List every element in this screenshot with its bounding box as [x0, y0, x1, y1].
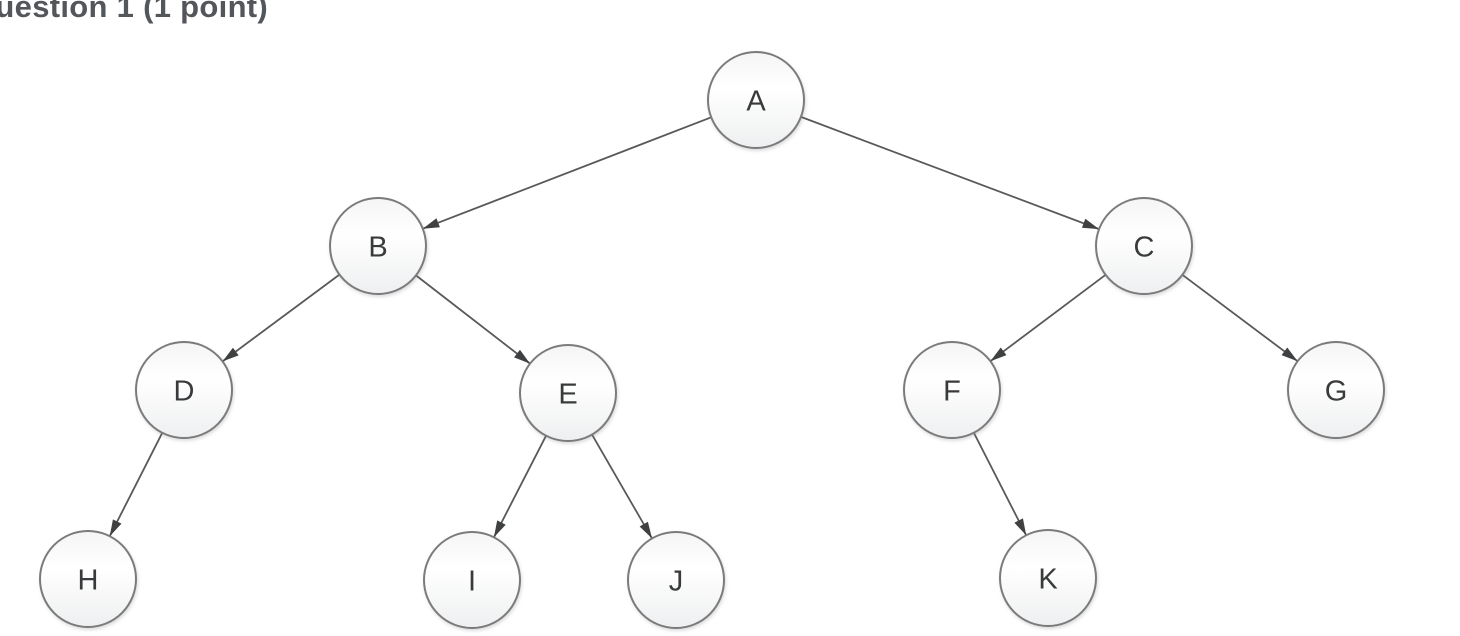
tree-node-circle	[519, 344, 617, 442]
tree-edge-b-e	[415, 274, 531, 365]
tree-node-circle	[135, 341, 233, 439]
tree-node-label: A	[746, 85, 766, 117]
tree-edge-c-f	[989, 274, 1107, 362]
tree-node-circle	[707, 51, 805, 149]
tree-node-e: E	[519, 344, 617, 442]
tree-node-circle	[1287, 341, 1385, 439]
tree-node-label: H	[78, 564, 99, 596]
tree-node-label: D	[174, 375, 195, 407]
tree-node-circle	[1095, 197, 1193, 295]
tree-node-label: F	[943, 375, 961, 407]
tree-node-circle	[423, 531, 521, 629]
tree-node-circle	[999, 529, 1097, 627]
tree-node-b: B	[329, 197, 427, 295]
tree-node-circle	[903, 341, 1001, 439]
tree-node-g: G	[1287, 341, 1385, 439]
tree-node-circle	[627, 531, 725, 629]
tree-node-label: I	[468, 565, 476, 597]
tree-node-circle	[329, 197, 427, 295]
tree-edge-a-b	[422, 116, 712, 230]
tree-edge-d-h	[108, 432, 164, 537]
tree-node-k: K	[999, 529, 1097, 627]
question-title: Question 1 (1 point)	[0, 0, 269, 24]
tree-node-label: K	[1038, 563, 1058, 595]
tree-node-h: H	[39, 530, 137, 628]
tree-node-label: J	[669, 565, 684, 597]
tree-node-label: E	[558, 378, 577, 410]
tree-edge-e-j	[591, 434, 653, 539]
tree-edge-a-c	[800, 116, 1100, 230]
tree-node-label: C	[1134, 231, 1155, 263]
tree-node-label: B	[368, 231, 387, 263]
tree-edge-f-k	[973, 432, 1027, 536]
tree-node-circle	[39, 530, 137, 628]
tree-edge-c-g	[1181, 274, 1299, 362]
tree-node-d: D	[135, 341, 233, 439]
tree-node-a: A	[707, 51, 805, 149]
tree-node-f: F	[903, 341, 1001, 439]
tree-node-label: G	[1325, 375, 1348, 407]
tree-node-c: C	[1095, 197, 1193, 295]
tree-node-j: J	[627, 531, 725, 629]
tree-edge-b-d	[222, 273, 340, 363]
tree-edge-e-i	[493, 435, 547, 538]
tree-node-i: I	[423, 531, 521, 629]
